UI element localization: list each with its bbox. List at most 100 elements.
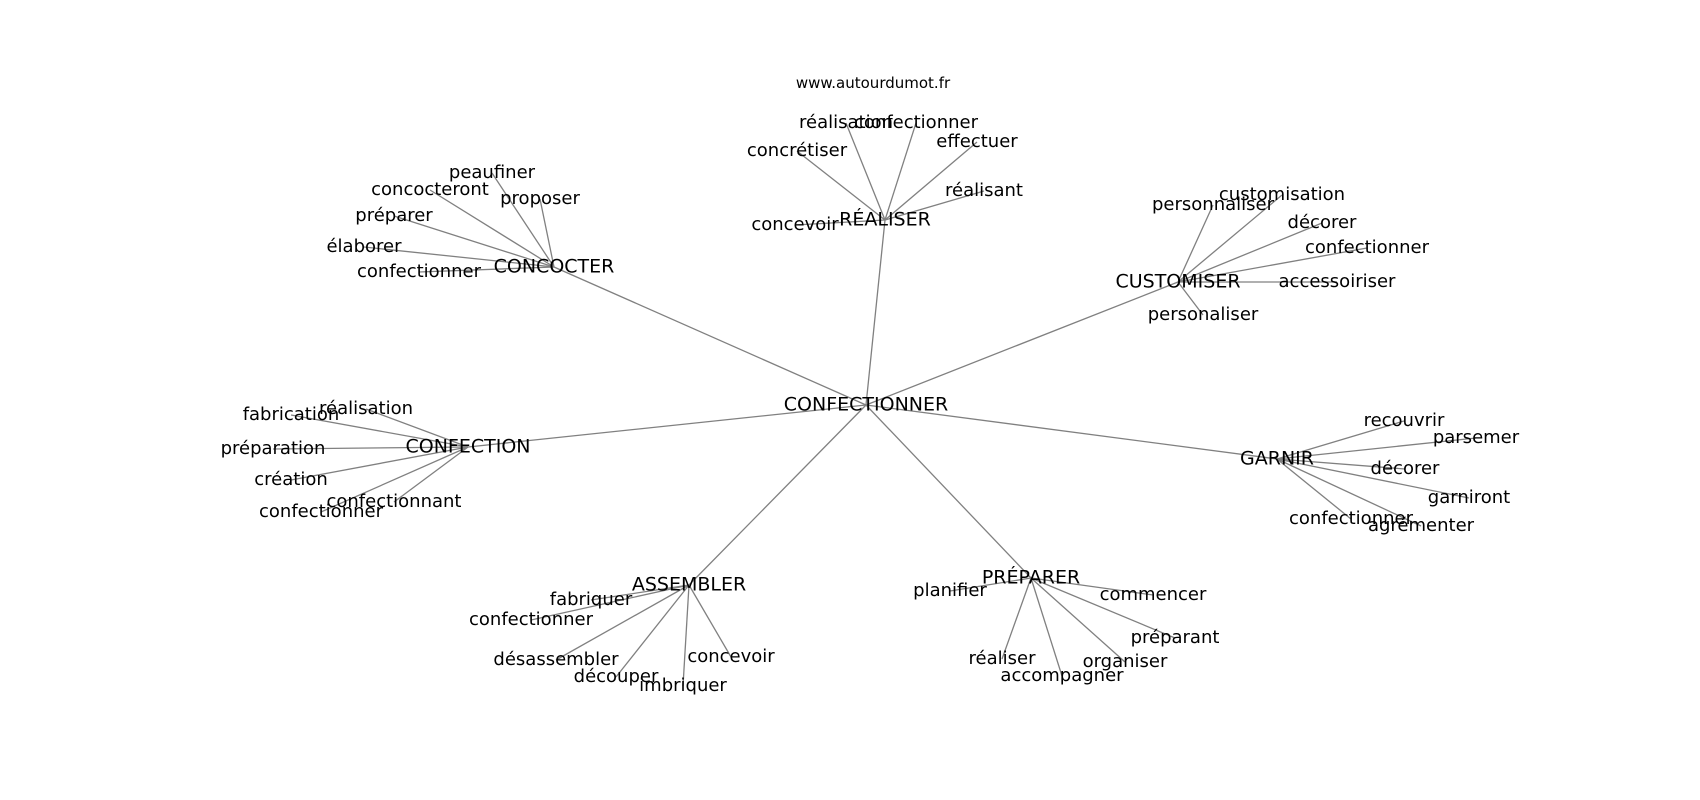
leaf-label-garnir-0: recouvrir bbox=[1364, 410, 1445, 431]
edge-preparer-2 bbox=[1030, 577, 1176, 639]
edge-center-customiser bbox=[865, 281, 1179, 406]
leaf-label-garnir-4: agrémenter bbox=[1368, 515, 1475, 536]
hub-label-concocter: CONCOCTER bbox=[494, 256, 615, 278]
leaf-label-garnir-5: confectionner bbox=[1289, 508, 1414, 529]
hub-label-realiser: RÉALISER bbox=[839, 208, 931, 231]
hub-label-assembler: ASSEMBLER bbox=[632, 574, 746, 596]
edge-realiser-0 bbox=[845, 122, 886, 221]
edge-realiser-2 bbox=[884, 141, 978, 221]
edge-confection-3 bbox=[290, 446, 469, 481]
leaf-label-preparer-1: commencer bbox=[1100, 584, 1207, 605]
edge-garnir-2 bbox=[1276, 458, 1406, 470]
edge-confection-5 bbox=[320, 446, 469, 513]
edge-customiser-2 bbox=[1177, 222, 1323, 283]
leaf-label-assembler-0: fabriquer bbox=[550, 589, 633, 610]
edge-center-realiser bbox=[865, 219, 886, 406]
hub-label-confection: CONFECTION bbox=[405, 436, 530, 458]
edge-center-concocter bbox=[553, 266, 867, 406]
hub-label-preparer: PRÉPARER bbox=[982, 566, 1080, 589]
leaf-label-preparer-2: préparant bbox=[1131, 627, 1220, 648]
edge-garnir-3 bbox=[1276, 458, 1470, 499]
leaf-label-customiser-0: customisation bbox=[1219, 184, 1345, 205]
edge-concocter-5 bbox=[418, 266, 555, 273]
hub-label-customiser: CUSTOMISER bbox=[1115, 271, 1240, 293]
leaf-label-assembler-4: découper bbox=[574, 666, 659, 687]
edge-assembler-4 bbox=[615, 584, 690, 678]
edge-realiser-3 bbox=[796, 150, 886, 221]
leaf-label-preparer-5: accompagner bbox=[1000, 665, 1124, 686]
leaf-label-confection-4: confectionnant bbox=[326, 491, 461, 512]
leaf-label-garnir-2: décorer bbox=[1371, 458, 1440, 479]
leaf-label-concocter-4: élaborer bbox=[326, 236, 402, 257]
leaf-label-confection-3: création bbox=[254, 469, 328, 490]
edge-center-assembler bbox=[688, 404, 867, 586]
edge-preparer-5 bbox=[1030, 577, 1063, 677]
edge-confection-2 bbox=[272, 446, 469, 450]
edge-garnir-0 bbox=[1276, 420, 1405, 460]
leaf-label-concocter-2: proposer bbox=[500, 188, 580, 209]
edges bbox=[272, 122, 1477, 687]
center-label: CONFECTIONNER bbox=[784, 394, 948, 416]
edge-confection-4 bbox=[393, 446, 469, 503]
leaf-label-concocter-5: confectionner bbox=[357, 261, 482, 282]
edge-realiser-4 bbox=[884, 190, 985, 221]
edge-center-preparer bbox=[865, 404, 1032, 579]
edge-concocter-1 bbox=[429, 189, 555, 268]
leaf-label-concocter-0: peaufiner bbox=[449, 162, 536, 183]
edge-customiser-1 bbox=[1177, 204, 1214, 283]
edge-garnir-1 bbox=[1276, 437, 1477, 460]
leaf-label-concocter-3: préparer bbox=[355, 205, 433, 226]
leaf-label-realiser-1: confectionner bbox=[854, 112, 979, 133]
leaf-label-preparer-3: réaliser bbox=[969, 648, 1037, 669]
edge-assembler-1 bbox=[530, 584, 690, 621]
edge-assembler-3 bbox=[688, 584, 732, 658]
edge-concocter-4 bbox=[363, 246, 555, 268]
leaf-label-assembler-3: concevoir bbox=[687, 646, 775, 667]
edge-preparer-1 bbox=[1030, 577, 1154, 596]
leaf-label-realiser-3: concrétiser bbox=[747, 140, 848, 161]
edge-customiser-5 bbox=[1177, 281, 1204, 316]
edge-preparer-3 bbox=[1001, 577, 1032, 660]
edge-confection-1 bbox=[290, 414, 469, 448]
leaf-label-assembler-1: confectionner bbox=[469, 609, 594, 630]
leaf-label-realiser-5: concevoir bbox=[751, 214, 839, 235]
edge-customiser-3 bbox=[1177, 247, 1368, 283]
leaf-label-confection-2: préparation bbox=[221, 438, 326, 459]
edge-assembler-2 bbox=[555, 584, 690, 661]
leaf-label-assembler-2: désassembler bbox=[493, 649, 619, 670]
edge-concocter-0 bbox=[491, 172, 555, 268]
edge-preparer-0 bbox=[949, 577, 1032, 592]
leaf-label-confection-5: confectionner bbox=[259, 501, 384, 522]
leaf-label-preparer-4: organiser bbox=[1083, 651, 1168, 672]
leaf-label-garnir-1: parsemer bbox=[1433, 427, 1520, 448]
edge-center-confection bbox=[467, 404, 867, 448]
edge-assembler-5 bbox=[682, 584, 690, 687]
edge-realiser-1 bbox=[884, 122, 917, 221]
edge-concocter-2 bbox=[539, 198, 555, 268]
edge-customiser-0 bbox=[1177, 194, 1283, 283]
leaf-label-realiser-2: effectuer bbox=[936, 131, 1018, 152]
leaf-label-concocter-1: concocteront bbox=[371, 179, 489, 200]
leaf-label-customiser-2: décorer bbox=[1288, 212, 1357, 233]
leaf-label-customiser-5: personaliser bbox=[1148, 304, 1259, 325]
edge-confection-0 bbox=[365, 408, 469, 448]
edge-garnir-4 bbox=[1276, 458, 1422, 527]
edge-preparer-4 bbox=[1030, 577, 1126, 663]
edge-garnir-5 bbox=[1276, 458, 1352, 520]
edge-assembler-0 bbox=[590, 584, 690, 601]
leaf-label-realiser-4: réalisant bbox=[945, 180, 1023, 201]
edge-center-garnir bbox=[865, 404, 1278, 460]
edge-realiser-5 bbox=[794, 219, 886, 226]
hub-label-garnir: GARNIR bbox=[1240, 448, 1314, 470]
edge-concocter-3 bbox=[393, 215, 555, 268]
leaf-label-assembler-5: imbriquer bbox=[639, 675, 727, 696]
leaf-label-confection-0: réalisation bbox=[319, 398, 413, 419]
source-url: www.autourdumot.fr bbox=[796, 74, 951, 92]
leaf-label-preparer-0: planifier bbox=[913, 580, 987, 601]
leaf-label-customiser-1: personnaliser bbox=[1152, 194, 1275, 215]
leaf-label-realiser-0: réalisation bbox=[799, 112, 893, 133]
leaf-label-customiser-4: accessoiriser bbox=[1279, 271, 1397, 292]
leaf-label-garnir-3: garniront bbox=[1428, 487, 1510, 508]
